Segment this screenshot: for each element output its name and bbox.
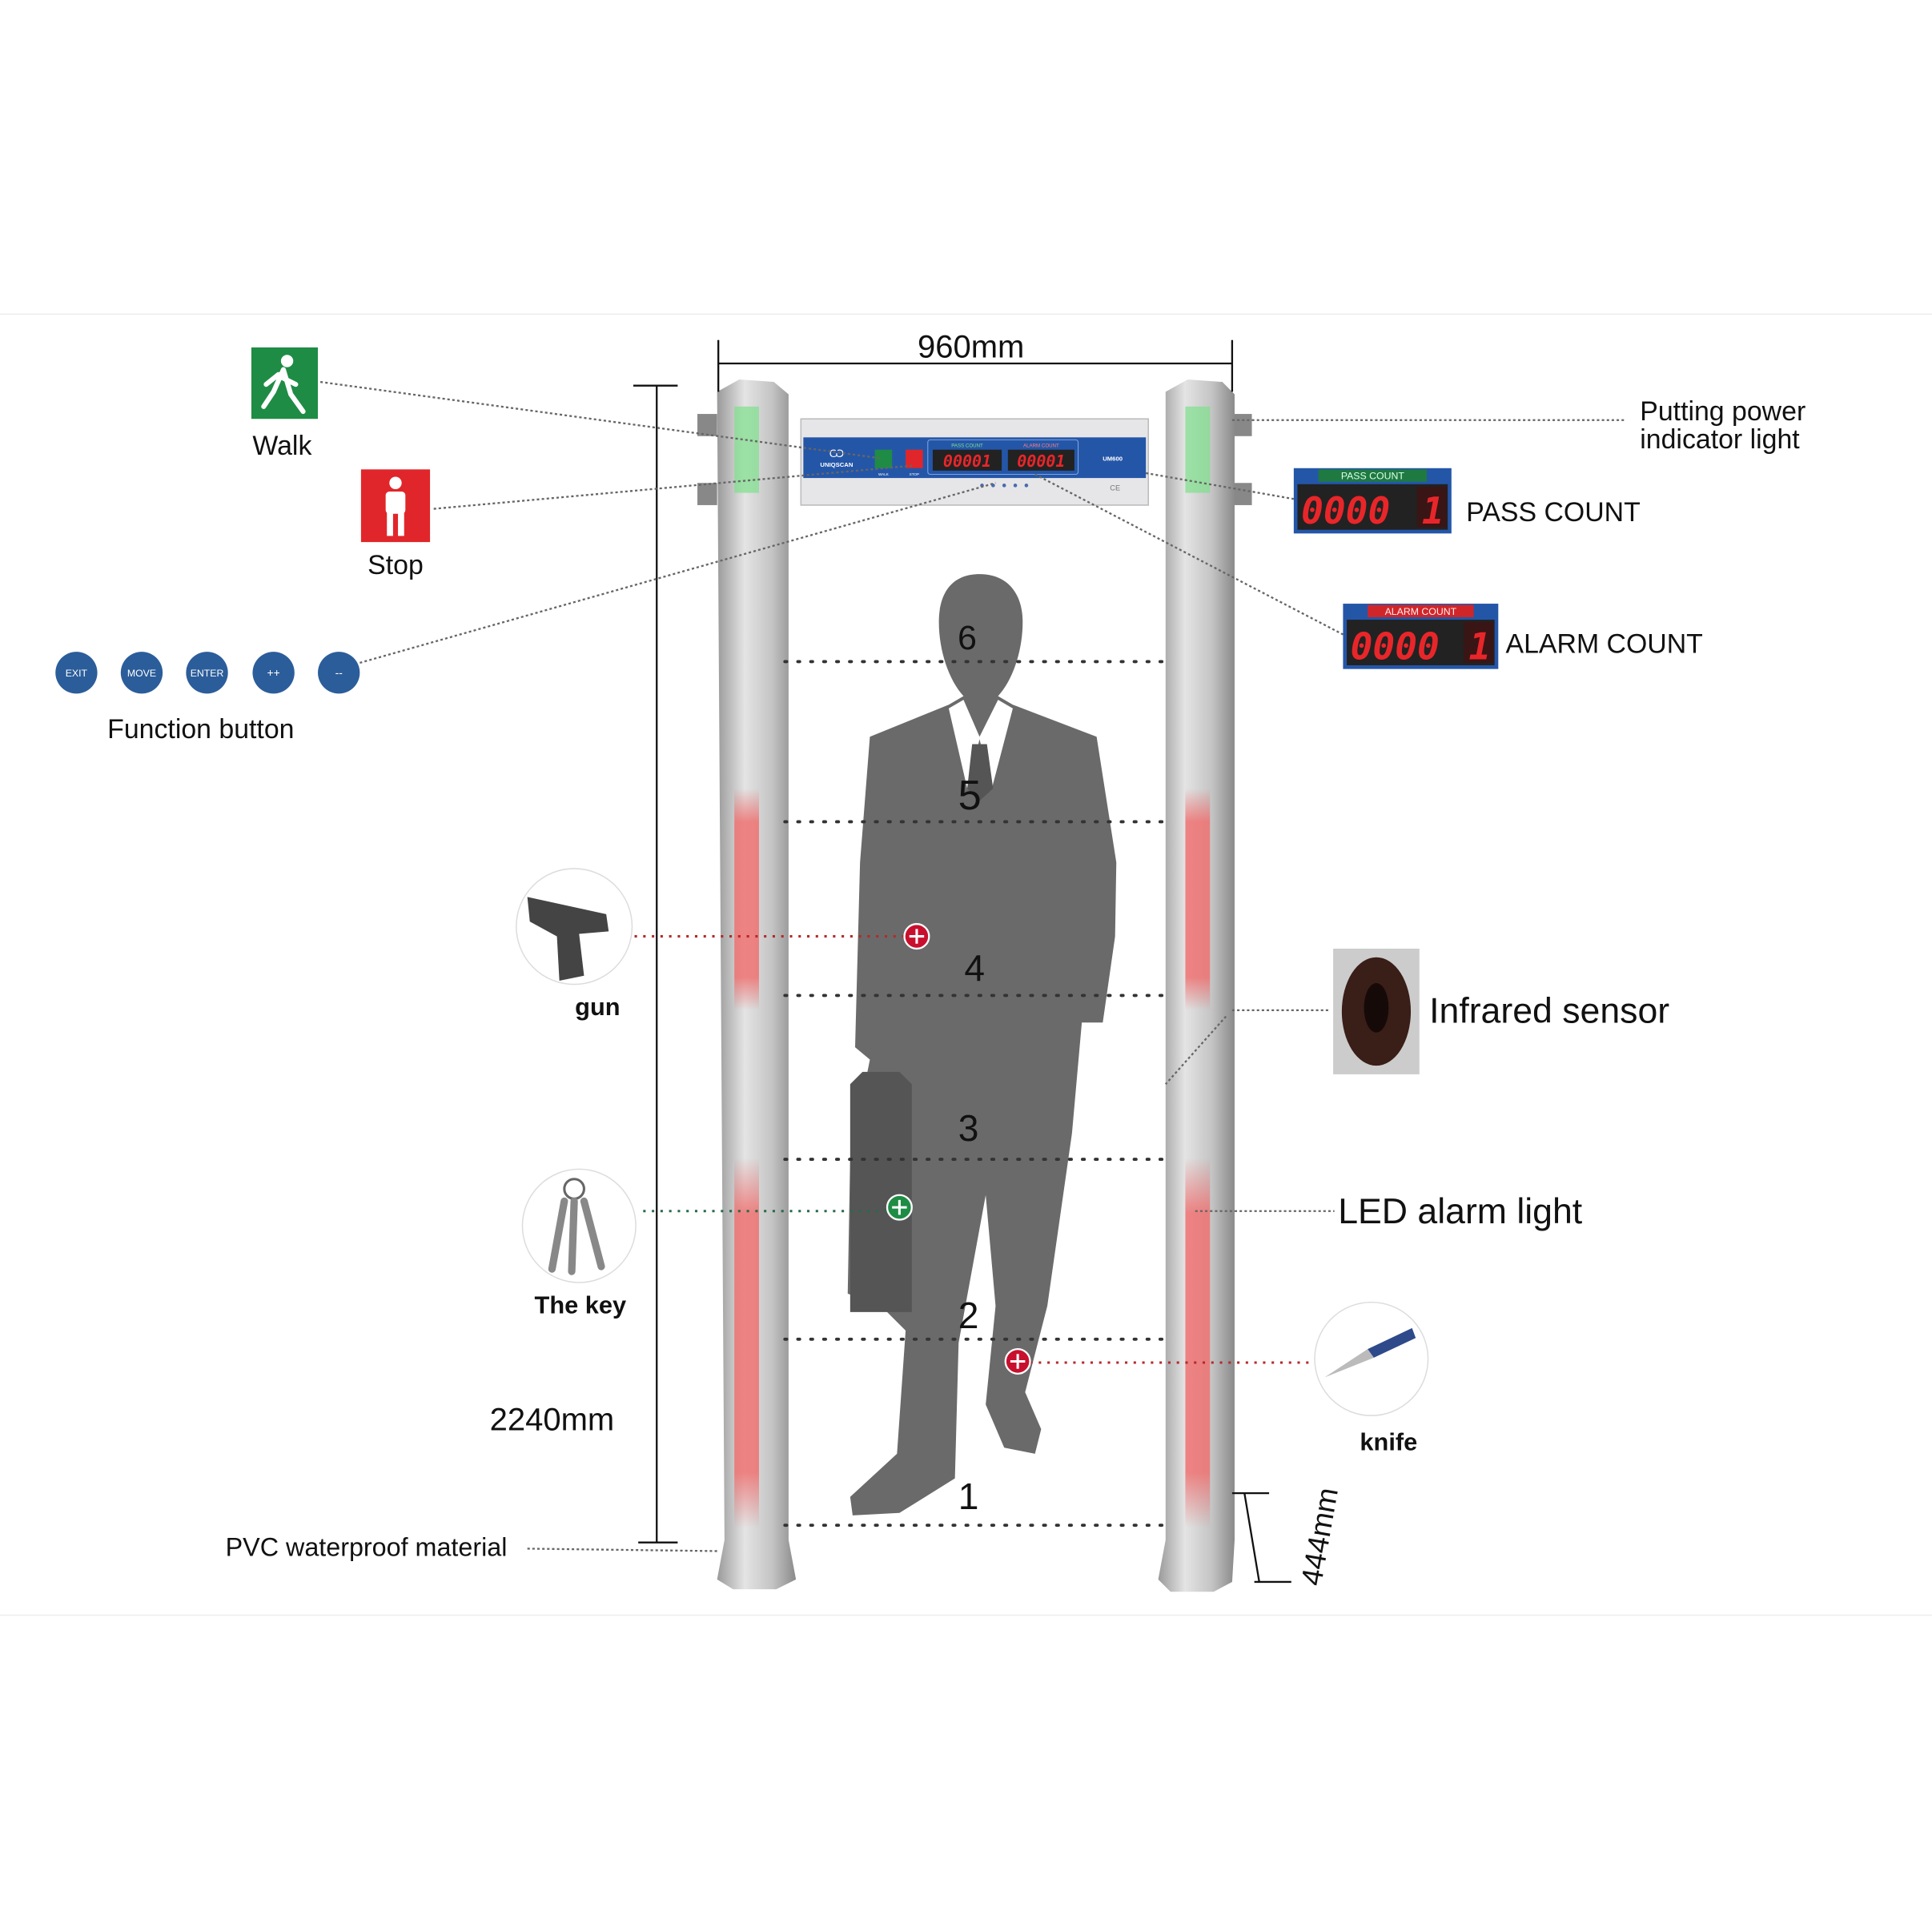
pass-count-display: PASS COUNT 0000 1 [1293, 468, 1452, 534]
pass-count-label: PASS COUNT [1466, 497, 1641, 528]
knife-icon [1314, 1301, 1429, 1416]
knife-label: knife [1360, 1427, 1417, 1455]
key-label: The key [535, 1291, 627, 1319]
right-pillar [1158, 379, 1252, 1592]
function-button-exit[interactable]: EXIT [55, 652, 98, 694]
zone-label-3: 3 [958, 1107, 979, 1149]
callout-lines [319, 380, 1627, 1552]
briefcase [850, 1071, 912, 1312]
zone-label-1: 1 [958, 1475, 979, 1517]
gun-icon [516, 868, 633, 986]
stop-label: Stop [368, 550, 424, 580]
alarm-count-digits: 0000 [1351, 624, 1440, 668]
button-label: -- [335, 666, 343, 679]
key-marker [886, 1194, 913, 1221]
panel-pass-value: 00001 [943, 452, 991, 471]
width-label: 960mm [918, 329, 1024, 364]
person-silhouette [847, 574, 1117, 1515]
panel-pass-header: PASS COUNT [951, 444, 983, 449]
led-alarm-light-label: LED alarm light [1338, 1192, 1583, 1231]
pvc-material-label: PVC waterproof material [226, 1533, 508, 1562]
gun-marker [903, 923, 930, 950]
infrared-sensor-icon [1333, 948, 1420, 1074]
zone-label-4: 4 [964, 947, 985, 989]
knife-marker [1004, 1347, 1031, 1375]
panel-alarm-value: 00001 [1017, 452, 1065, 471]
necktie [967, 744, 994, 801]
zone-label-6: 6 [958, 619, 977, 657]
panel-model: UM600 [1103, 456, 1123, 463]
height-dimension [633, 384, 678, 1544]
panel-stop-icon [906, 449, 923, 468]
function-button-label: Function button [107, 714, 294, 745]
alarm-count-header: ALARM COUNT [1385, 606, 1457, 617]
zone-label-5: 5 [958, 773, 982, 819]
control-panel: UNIQSCAN Ѡ WALK STOP PASS COUNT ALARM CO… [800, 418, 1150, 506]
zone-lines [783, 660, 1167, 1528]
walk-icon [251, 347, 319, 420]
bottom-height-label: 444mm [1295, 1485, 1344, 1588]
panel-stop-label: STOP [910, 472, 919, 476]
panel-alarm-header: ALARM COUNT [1023, 444, 1059, 449]
brand-logo: UNIQSCAN [820, 461, 853, 468]
alarm-count-label: ALARM COUNT [1506, 629, 1703, 660]
gun-label: gun [575, 993, 620, 1021]
button-label: EXIT [66, 668, 88, 679]
alarm-count-display: ALARM COUNT 0000 1 [1343, 604, 1499, 669]
width-dimension [717, 339, 1234, 392]
function-button-minus[interactable]: -- [318, 652, 360, 694]
walk-label: Walk [252, 431, 311, 461]
brand-logo-icon: Ѡ [829, 447, 845, 460]
left-pillar [697, 379, 797, 1590]
panel-walk-label: WALK [878, 472, 890, 476]
infrared-sensor-label: Infrared sensor [1429, 991, 1669, 1030]
height-label: 2240mm [490, 1403, 615, 1438]
keys-icon [521, 1168, 637, 1283]
function-button-enter[interactable]: ENTER [186, 652, 228, 694]
ce-mark: CE [1110, 484, 1120, 492]
button-label: MOVE [127, 668, 156, 679]
button-label: ENTER [191, 668, 224, 679]
zone-label-2: 2 [958, 1295, 979, 1336]
panel-walk-icon [874, 449, 893, 468]
function-button-plus[interactable]: ++ [252, 652, 295, 694]
button-label: ++ [267, 666, 280, 679]
stop-icon [360, 469, 431, 543]
power-light-label-2: indicator light [1640, 424, 1800, 455]
bottom-dimension [1231, 1491, 1291, 1584]
pass-count-last-digit: 1 [1422, 489, 1444, 532]
function-button-move[interactable]: MOVE [120, 652, 163, 694]
pass-count-digits: 0000 [1301, 489, 1390, 532]
power-light-label-1: Putting power [1640, 396, 1805, 427]
pass-count-header: PASS COUNT [1341, 471, 1405, 482]
item-callout-lines [634, 935, 1312, 1364]
alarm-count-last-digit: 1 [1468, 624, 1491, 668]
